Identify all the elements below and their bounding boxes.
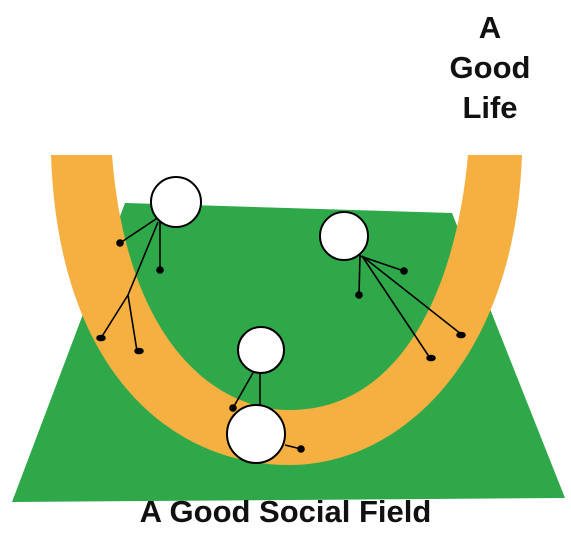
good-life-label: A Good Life — [430, 8, 550, 128]
good-life-label-line-2: Good — [430, 48, 550, 88]
good-life-label-line-1: A — [430, 8, 550, 48]
social-field-label: A Good Social Field — [0, 494, 571, 530]
good-life-label-line-3: Life — [430, 88, 550, 128]
